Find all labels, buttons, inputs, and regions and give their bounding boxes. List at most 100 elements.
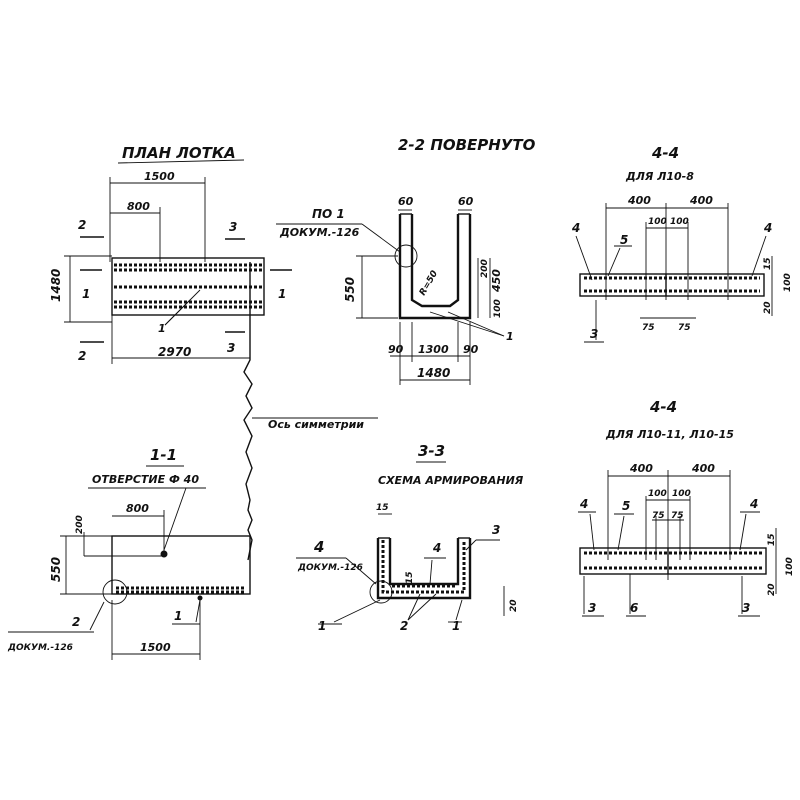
section-1-1-detail-circle	[102, 579, 128, 605]
section-2-2-dim-1300: 1300	[418, 343, 449, 356]
symmetry-axis-label: Ось симметрии	[268, 418, 364, 431]
section-2-2-dim-100: 100	[493, 299, 503, 318]
section-4-4-a-dim-20: 20	[763, 301, 773, 314]
plan-cut-1-left: 1	[82, 287, 90, 301]
section-1-1-wall	[111, 535, 251, 595]
section-2-2-dim-90a: 90	[388, 343, 404, 356]
section-4-4-b-dim-100v: 100	[785, 557, 795, 576]
section-2-2-callout-num: ПО 1	[312, 207, 345, 221]
section-3-3-detail-circle	[369, 580, 393, 604]
section-2-2-dim-60b: 60	[458, 195, 474, 208]
section-1-1-hole-mark	[160, 550, 168, 558]
plan-cut-2-top: 2	[78, 218, 86, 232]
section-3-3-dim-20: 20	[509, 599, 519, 612]
section-1-1-dim-550: 550	[49, 557, 63, 582]
plan-ref-1: 1	[158, 322, 166, 335]
section-4-4-a-dim-100v: 100	[783, 273, 793, 292]
section-2-2-dim-200: 200	[480, 259, 490, 278]
section-3-3-pos-2: 2	[400, 619, 408, 633]
section-2-2: 2-2 ПОВЕРНУТО ПО 1 ДОКУМ.-126 60 60 550 …	[276, 136, 536, 385]
section-4-4-b-slab	[579, 547, 767, 575]
section-1-1-pos-1: 1	[174, 609, 182, 623]
section-3-3-doc: ДОКУМ.-126	[297, 563, 363, 573]
section-2-2-ref-1: 1	[506, 330, 514, 343]
plan-cut-1-right: 1	[278, 287, 286, 301]
section-2-2-title: 2-2 ПОВЕРНУТО	[398, 136, 536, 154]
section-3-3-pos-1b: 1	[452, 619, 460, 633]
section-4-4-a-pos-5: 5	[620, 233, 628, 247]
section-4-4-a: 4-4 ДЛЯ Л10-8 400 400 100 100 4 5 4 15 1…	[571, 144, 793, 343]
section-1-1-pos-2: 2	[72, 615, 80, 629]
plan-cut-3-top: 3	[229, 220, 237, 234]
plan-tray-outline	[111, 257, 265, 316]
plan-dim-1500: 1500	[144, 170, 175, 183]
section-4-4-b: 4-4 ДЛЯ Л10-11, Л10-15 400 400 100 100 7…	[578, 398, 795, 617]
plan-title: ПЛАН ЛОТКА	[122, 144, 236, 162]
section-3-3-dim-15: 15	[376, 503, 389, 513]
section-4-4-b-subtitle: ДЛЯ Л10-11, Л10-15	[605, 428, 734, 441]
section-1-1-dim-1500: 1500	[140, 641, 171, 654]
section-4-4-b-pos-6: 6	[630, 601, 638, 615]
section-4-4-b-title: 4-4	[649, 398, 677, 416]
section-2-2-dim-60a: 60	[398, 195, 414, 208]
section-1-1-hole: ОТВЕРСТИЕ Ф 40	[92, 473, 199, 486]
section-3-3-dim-15b: 15	[405, 571, 415, 584]
section-2-2-radius: R=50	[418, 269, 440, 297]
section-1-1-dim-200: 200	[75, 515, 85, 534]
section-2-2-detail-circle	[394, 244, 418, 268]
section-4-4-a-pos-4b: 4	[763, 221, 772, 235]
section-4-4-a-pos-4a: 4	[571, 221, 580, 235]
plan-title-underline	[117, 159, 245, 164]
section-4-4-b-pos-3b: 3	[742, 601, 750, 615]
section-2-2-dim-450: 450	[490, 269, 503, 293]
section-2-2-dim-550: 550	[343, 277, 357, 302]
plan-dim-2970: 2970	[158, 345, 191, 359]
section-3-3-pos-4b: 4	[432, 541, 441, 555]
plan-dim-1480: 1480	[49, 269, 63, 302]
section-4-4-b-dim-20: 20	[767, 583, 777, 596]
section-1-1-title: 1-1	[150, 446, 177, 464]
section-4-4-a-dim-100b: 100	[670, 217, 689, 227]
section-3-3-outer-profile	[376, 538, 472, 600]
section-4-4-b-dim-75a: 75	[652, 511, 665, 521]
section-4-4-a-dim-75a: 75	[642, 323, 655, 333]
section-4-4-b-dim-100b: 100	[672, 489, 691, 499]
section-4-4-a-subtitle: ДЛЯ Л10-8	[625, 170, 694, 183]
section-4-4-b-dim-400a: 400	[629, 462, 653, 475]
section-4-4-a-title: 4-4	[651, 144, 679, 162]
section-4-4-b-pos-3a: 3	[588, 601, 596, 615]
section-4-4-b-pos-5: 5	[622, 499, 630, 513]
section-4-4-a-dim-400b: 400	[689, 194, 713, 207]
section-4-4-a-pos-3: 3	[590, 327, 598, 341]
section-3-3-rebar-cage	[381, 540, 466, 594]
symmetry-axis: Ось симметрии	[243, 262, 378, 561]
section-2-2-outer-profile	[398, 214, 472, 320]
section-3-3-subtitle: СХЕМА АРМИРОВАНИЯ	[378, 474, 524, 487]
section-4-4-b-pos-4a: 4	[579, 497, 588, 511]
section-2-2-dim-90b: 90	[463, 343, 479, 356]
section-4-4-b-dim-15: 15	[767, 533, 777, 546]
section-3-3: 3-3 СХЕМА АРМИРОВАНИЯ 15 4 ДОКУМ.-126 15…	[296, 442, 524, 633]
plan-cut-3-bottom: 3	[227, 341, 235, 355]
section-3-3-inner-profile	[388, 538, 460, 586]
section-3-3-title: 3-3	[418, 442, 445, 460]
plan-cut-2-bottom: 2	[78, 349, 86, 363]
section-4-4-b-pos-4b: 4	[749, 497, 758, 511]
section-2-2-callout-doc: ДОКУМ.-126	[279, 226, 360, 239]
section-4-4-a-dim-400a: 400	[627, 194, 651, 207]
plan-view: ПЛАН ЛОТКА 1500 800 2 3 2 3 1480 1	[49, 144, 292, 364]
section-4-4-a-dim-15: 15	[763, 257, 773, 270]
section-1-1-dim-800: 800	[126, 502, 149, 515]
section-4-4-b-dim-400b: 400	[691, 462, 715, 475]
section-1-1: 1-1 ОТВЕРСТИЕ Ф 40 800 200 550 2 ДОКУМ.-…	[7, 446, 251, 660]
section-4-4-a-dim-100a: 100	[648, 217, 667, 227]
plan-dim-800: 800	[127, 200, 150, 213]
section-3-3-pos-1: 1	[318, 619, 326, 633]
section-3-3-pos-3: 3	[492, 523, 500, 537]
section-4-4-a-slab	[579, 273, 765, 297]
section-4-4-b-dim-75b: 75	[671, 511, 684, 521]
section-4-4-b-dim-100a: 100	[648, 489, 667, 499]
section-2-2-dim-1480: 1480	[417, 366, 450, 380]
section-4-4-a-dim-75b: 75	[678, 323, 691, 333]
